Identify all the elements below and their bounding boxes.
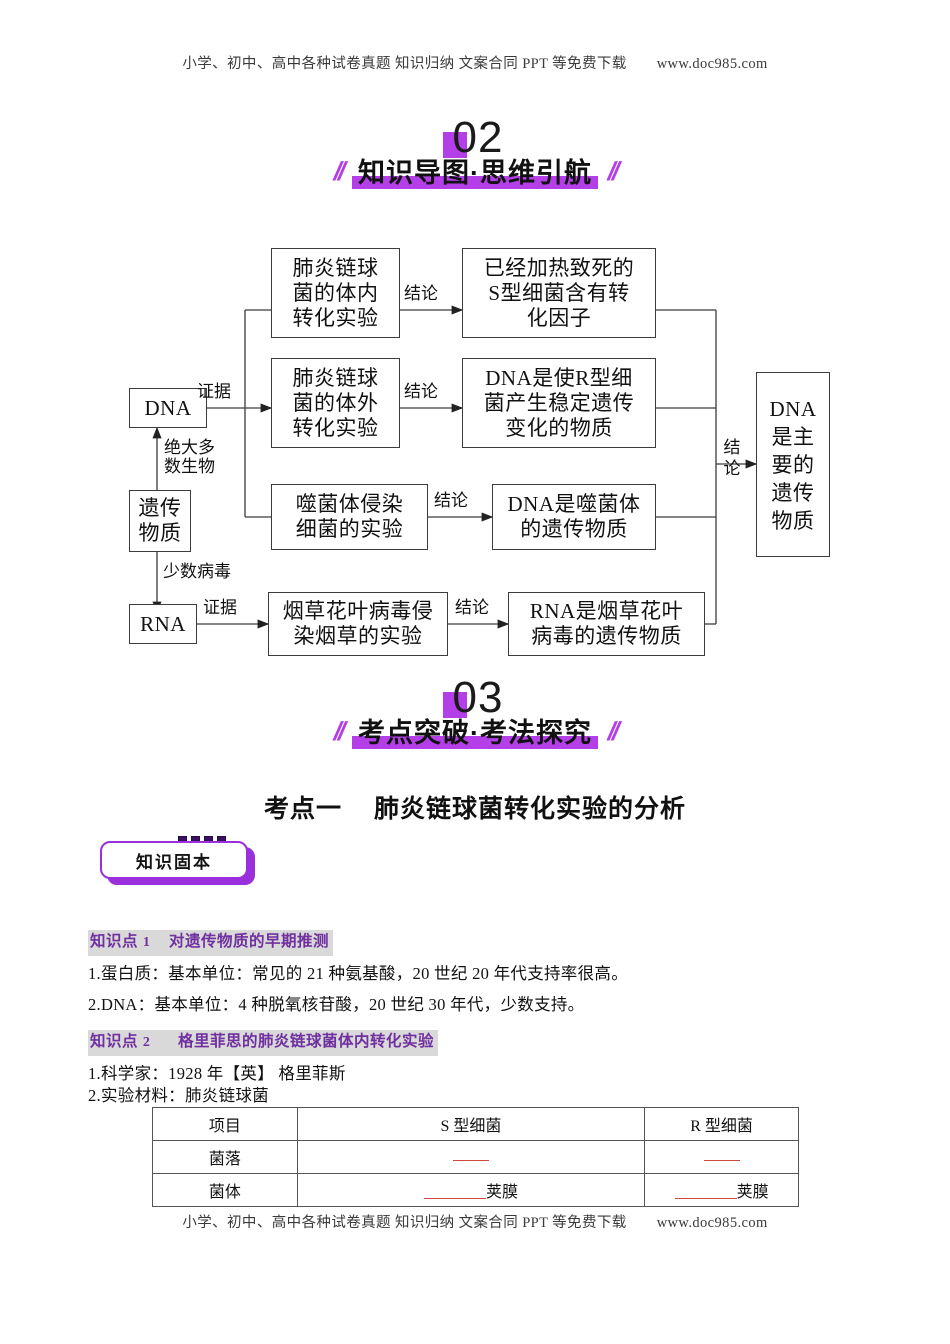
- node-dna-label: DNA: [144, 395, 192, 420]
- section-banner-03: 03 // 考点突破·考法探究 //: [0, 673, 950, 749]
- badge-body: 知识固本: [100, 841, 248, 879]
- node-result-1-label: 已经加热致死的 S型细菌含有转 化因子: [483, 255, 635, 330]
- node-result-2: DNA是使R型细 菌产生稳定遗传 变化的物质: [462, 358, 656, 448]
- knowledge-flow-diagram: DNA 遗传 物质 RNA 肺炎链球 菌的体内 转化实验 肺炎链球 菌的体外 转…: [0, 232, 950, 662]
- node-experiment-2-label: 肺炎链球 菌的体外 转化实验: [292, 365, 379, 440]
- node-genetic-material: 遗传 物质: [129, 490, 191, 552]
- edge-label-most-organisms: 绝大多 数生物: [164, 438, 215, 476]
- badge-label: 知识固本: [136, 852, 212, 872]
- section-title-text: 知识导图·思维引航: [358, 158, 592, 188]
- node-genetic-material-label: 遗传 物质: [138, 496, 182, 545]
- fill-blank-icon[interactable]: [703, 1150, 740, 1161]
- kaodian-title: 肺炎链球菌转化实验的分析: [373, 795, 686, 823]
- knowledge-point-2-number: 2: [142, 1035, 151, 1050]
- edge-label-conclusion-1: 结论: [404, 284, 438, 303]
- section-number-text: 02: [452, 113, 504, 162]
- node-result-3: DNA是噬菌体 的遗传物质: [492, 484, 656, 550]
- node-final-conclusion: DNA 是主 要的 遗传 物质: [756, 372, 830, 557]
- knowledge-point-2-line-2: 2.实验材料：肺炎链球菌: [88, 1086, 269, 1105]
- knowledge-point-2-title: 格里菲思的肺炎链球菌体内转化实验: [177, 1033, 434, 1050]
- node-result-2-label: DNA是使R型细 菌产生稳定遗传 变化的物质: [483, 365, 635, 440]
- node-experiment-2: 肺炎链球 菌的体外 转化实验: [271, 358, 400, 448]
- section-number: 02: [442, 113, 504, 162]
- table-row: 菌落: [152, 1140, 799, 1174]
- edge-label-conclusion-2: 结论: [404, 382, 438, 401]
- node-dna: DNA: [129, 388, 207, 428]
- knowledge-point-1-title: 对遗传物质的早期推测: [168, 933, 329, 950]
- running-foot: 小学、初中、高中各种试卷真题 知识归纳 文案合同 PPT 等免费下载 www.d…: [0, 1211, 950, 1232]
- running-foot-url: www.doc985.com: [656, 1215, 768, 1231]
- section-title-row: // 知识导图·思维引航 //: [0, 156, 950, 189]
- edge-label-conclusion-final: 结论: [723, 438, 741, 478]
- edge-label-conclusion-3: 结论: [434, 491, 468, 510]
- node-rna: RNA: [129, 604, 197, 644]
- section-title-row-2: // 考点突破·考法探究 //: [0, 716, 950, 749]
- slash-decor-right-icon: //: [604, 156, 621, 186]
- node-experiment-4-label: 烟草花叶病毒侵 染烟草的实验: [282, 599, 434, 648]
- diagram-connectors: [152, 305, 758, 629]
- running-head-text: 小学、初中、高中各种试卷真题 知识归纳 文案合同 PPT 等免费下载: [182, 56, 627, 72]
- running-head: 小学、初中、高中各种试卷真题 知识归纳 文案合同 PPT 等免费下载 www.d…: [0, 52, 950, 73]
- fill-blank-icon[interactable]: [423, 1188, 486, 1199]
- knowledge-point-2-tag: 知识点: [90, 1033, 139, 1050]
- table-header-r-type: R 型细菌: [644, 1107, 799, 1141]
- node-result-4: RNA是烟草花叶 病毒的遗传物质: [508, 592, 705, 656]
- node-experiment-3: 噬菌体侵染 细菌的实验: [271, 484, 428, 550]
- table-row: 菌体 荚膜 荚膜: [152, 1173, 799, 1207]
- edge-label-evidence-rna: 证据: [203, 598, 237, 617]
- node-result-3-label: DNA是噬菌体 的遗传物质: [507, 492, 641, 541]
- experiment-comparison-table: 项目 S 型细菌 R 型细菌 菌落 菌体 荚膜 荚膜: [152, 1107, 799, 1207]
- slash-decor-left-2-icon: //: [330, 716, 347, 746]
- cell-body-s-type-value: 荚膜: [485, 1184, 518, 1201]
- edge-label-few-viruses: 少数病毒: [163, 562, 231, 581]
- node-experiment-4: 烟草花叶病毒侵 染烟草的实验: [268, 592, 448, 656]
- node-result-1: 已经加热致死的 S型细菌含有转 化因子: [462, 248, 656, 338]
- row-label-colony: 菌落: [152, 1140, 298, 1174]
- cell-body-r-type-value: 荚膜: [736, 1184, 769, 1201]
- knowledge-point-1-line-1: 1.蛋白质：基本单位：常见的 21 种氨基酸，20 世纪 20 年代支持率很高。: [88, 964, 628, 983]
- cell-body-s-type[interactable]: 荚膜: [296, 1173, 646, 1207]
- table-header-item: 项目: [152, 1107, 298, 1141]
- slash-decor-left-icon: //: [330, 156, 347, 186]
- node-experiment-1: 肺炎链球 菌的体内 转化实验: [271, 248, 400, 338]
- node-final-conclusion-label: DNA 是主 要的 遗传 物质: [769, 396, 817, 533]
- fill-blank-icon[interactable]: [674, 1188, 737, 1199]
- running-head-url: www.doc985.com: [656, 56, 768, 72]
- edge-label-conclusion-4: 结论: [455, 598, 489, 617]
- kaodian-heading: 考点一 肺炎链球菌转化实验的分析: [0, 789, 950, 825]
- node-experiment-3-label: 噬菌体侵染 细菌的实验: [295, 492, 404, 541]
- knowledge-point-2-line-1: 1.科学家：1928 年【英】 格里菲斯: [88, 1064, 346, 1083]
- section-title-2-text: 考点突破·考法探究: [358, 718, 592, 748]
- kaodian-label: 考点一: [264, 795, 343, 823]
- zhishigubenben-badge: 知识固本: [98, 836, 268, 888]
- table-header-row: 项目 S 型细菌 R 型细菌: [152, 1107, 799, 1141]
- cell-body-r-type[interactable]: 荚膜: [644, 1173, 799, 1207]
- knowledge-point-1-number: 1: [142, 935, 151, 950]
- section-banner-02: 02 // 知识导图·思维引航 //: [0, 113, 950, 189]
- section-number-2: 03: [442, 673, 504, 722]
- section-title: 知识导图·思维引航: [352, 158, 598, 189]
- node-result-4-label: RNA是烟草花叶 病毒的遗传物质: [529, 599, 684, 648]
- slash-decor-right-2-icon: //: [604, 716, 621, 746]
- cell-colony-s-type[interactable]: [296, 1140, 646, 1174]
- section-number-2-text: 03: [452, 673, 504, 722]
- knowledge-point-1-tag: 知识点: [90, 933, 139, 950]
- node-experiment-1-label: 肺炎链球 菌的体内 转化实验: [292, 255, 379, 330]
- fill-blank-icon[interactable]: [452, 1150, 489, 1161]
- knowledge-point-2-heading: 知识点 2 格里菲思的肺炎链球菌体内转化实验: [88, 1030, 438, 1056]
- knowledge-point-1-heading: 知识点 1 对遗传物质的早期推测: [88, 930, 333, 956]
- table-header-s-type: S 型细菌: [296, 1107, 646, 1141]
- row-label-cell-body: 菌体: [152, 1173, 298, 1207]
- section-title-2: 考点突破·考法探究: [352, 718, 598, 749]
- cell-colony-r-type[interactable]: [644, 1140, 799, 1174]
- node-rna-label: RNA: [140, 611, 186, 636]
- knowledge-point-1-line-2: 2.DNA：基本单位：4 种脱氧核苷酸，20 世纪 30 年代，少数支持。: [88, 995, 585, 1014]
- running-foot-text: 小学、初中、高中各种试卷真题 知识归纳 文案合同 PPT 等免费下载: [182, 1215, 627, 1231]
- edge-label-evidence-dna: 证据: [197, 382, 231, 401]
